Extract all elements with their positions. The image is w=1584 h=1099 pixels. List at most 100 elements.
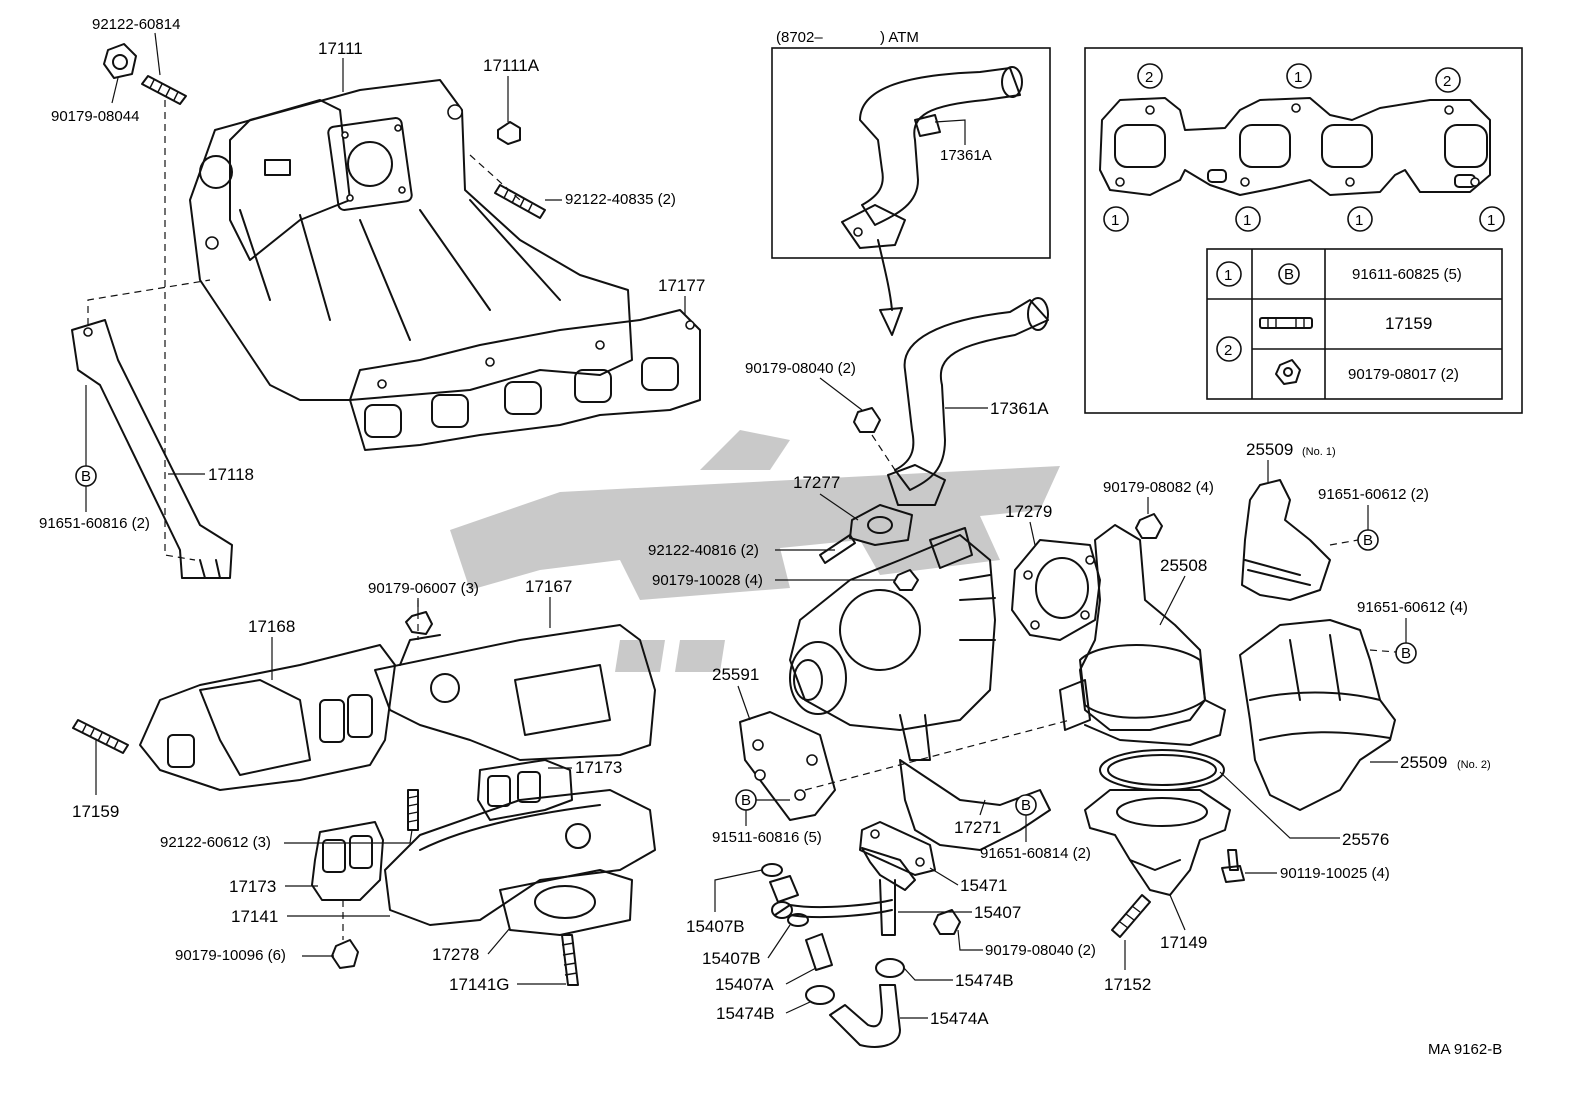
row-symbol-marker: B — [1284, 266, 1294, 283]
callout-17277: 17277 — [793, 473, 840, 492]
gasket-17277 — [849, 504, 913, 546]
stud-17159 — [72, 719, 129, 754]
marker-b-text: B — [1401, 645, 1411, 662]
callout-91651-60612-a: 91651-60612 (2) — [1318, 486, 1429, 503]
callout-25509-no2: 25509 — [1400, 753, 1447, 772]
callout-17271: 17271 — [954, 818, 1001, 837]
callout-17111A: 17111A — [483, 56, 540, 75]
callout-17173-lower: 17173 — [229, 877, 276, 896]
nut-90179-08040-lower — [933, 909, 961, 935]
gasket-17279 — [1011, 539, 1101, 641]
marker-b-text: B — [1363, 532, 1373, 549]
drawing-id: MA 9162-B — [1428, 1041, 1502, 1058]
heat-insulator-17168 — [139, 644, 396, 791]
gasket-15471 — [859, 821, 936, 876]
hose-clamp-15474B-b — [805, 985, 835, 1005]
callout-25509-no1-tag: (No. 1) — [1302, 446, 1336, 458]
nut-90179-06007 — [405, 611, 433, 635]
callout-17361A-inset: 17361A — [940, 147, 992, 164]
marker-one-a: 1 — [1286, 63, 1312, 89]
table-row: 90179-08017 (2) — [1275, 359, 1459, 385]
callout-92122-40816: 92122-40816 (2) — [648, 542, 759, 559]
leader-dash — [87, 279, 211, 325]
leader-dash — [1369, 649, 1397, 653]
callout-25508: 25508 — [1160, 556, 1207, 575]
row-part-number: 17159 — [1385, 314, 1432, 333]
leader-dash — [1329, 539, 1359, 546]
callout-15407A: 15407A — [715, 975, 774, 994]
callout-17141: 17141 — [231, 907, 278, 926]
nut-17111A — [497, 121, 521, 145]
callout-25576: 25576 — [1342, 830, 1389, 849]
stud-92122-40835 — [494, 184, 546, 219]
leader-dash — [164, 100, 196, 561]
callout-17149: 17149 — [1160, 933, 1207, 952]
marker-one-a-text: 1 — [1294, 69, 1302, 86]
pipe-17149 — [1084, 789, 1231, 896]
marker-one-c: 1 — [1235, 206, 1261, 232]
callout-90179-08040-top: 90179-08040 (2) — [745, 360, 856, 377]
leader-line — [767, 924, 791, 959]
nut-icon — [1275, 359, 1301, 385]
marker-one-b-text: 1 — [1111, 212, 1119, 229]
intake-manifold-17111 — [189, 79, 633, 401]
fastener-table: 1 B 91611-60825 (5) 2 17159 90179-08017 … — [1206, 248, 1503, 400]
callout-17279: 17279 — [1005, 502, 1052, 521]
marker-one-d: 1 — [1347, 206, 1373, 232]
hose-15474A — [829, 984, 901, 1048]
leader-line — [111, 77, 119, 104]
leader-line — [903, 967, 953, 981]
union-bolt-15407A — [805, 933, 833, 971]
callout-17111: 17111 — [318, 39, 363, 58]
water-pipe-17361A-inset — [841, 66, 1023, 249]
bracket-17118 — [71, 319, 233, 579]
callout-90119-10025: 90119-10025 (4) — [1280, 865, 1390, 882]
gasket-17278 — [499, 869, 633, 936]
hose-clamp-15474B-a — [875, 958, 905, 978]
callout-17159: 17159 — [72, 802, 119, 821]
inset-header-start: (8702– — [776, 29, 823, 46]
exhaust-manifold-17141 — [384, 789, 656, 926]
leader-line — [1219, 771, 1340, 839]
callout-15474B-a: 15474B — [955, 971, 1014, 990]
marker-b-text: B — [1021, 797, 1031, 814]
callout-91651-60814: 91651-60814 (2) — [980, 845, 1091, 862]
oil-pipe-15407 — [769, 847, 916, 936]
callout-25509-no1: 25509 — [1246, 440, 1293, 459]
heat-insulator-17167 — [374, 624, 656, 761]
turbocharger — [789, 527, 996, 761]
row-part-number: 91611-60825 (5) — [1352, 266, 1462, 283]
leader-line — [979, 799, 986, 816]
leader-line — [1169, 894, 1186, 931]
stud-icon — [1259, 317, 1313, 329]
callout-25509-no2-tag: (No. 2) — [1457, 759, 1491, 771]
stud-92122-60814 — [141, 75, 187, 105]
callout-17173-upper: 17173 — [575, 758, 622, 777]
stud-17141G — [561, 934, 579, 986]
leader-dash — [871, 434, 896, 471]
marker-two-a-text: 2 — [1145, 69, 1153, 86]
nut-90179-08082 — [1135, 513, 1163, 539]
nut-90179-08040 — [853, 407, 881, 433]
table-row: 1 B 91611-60825 (5) — [1216, 261, 1462, 287]
marker-b-text: B — [81, 468, 91, 485]
callout-15474A: 15474A — [930, 1009, 989, 1028]
callout-90179-06007: 90179-06007 (3) — [368, 580, 479, 597]
gasket-25576 — [1099, 749, 1225, 791]
callout-15407B-b: 15407B — [702, 949, 761, 968]
marker-one-b: 1 — [1103, 206, 1129, 232]
callout-17118: 17118 — [208, 465, 254, 484]
callout-17168: 17168 — [248, 617, 295, 636]
bolt-90119-10025 — [1221, 849, 1245, 883]
callout-91651-60816: 91651-60816 (2) — [39, 515, 150, 532]
intake-gasket-17177 — [349, 309, 701, 451]
callout-15471: 15471 — [960, 876, 1007, 895]
exhaust-gasket-17173-upper — [477, 759, 573, 821]
callout-15407: 15407 — [974, 903, 1021, 922]
leader-line — [737, 685, 751, 721]
callout-17278: 17278 — [432, 945, 479, 964]
callout-91651-60612-b: 91651-60612 (4) — [1357, 599, 1468, 616]
nut-90179-10096 — [331, 939, 359, 969]
